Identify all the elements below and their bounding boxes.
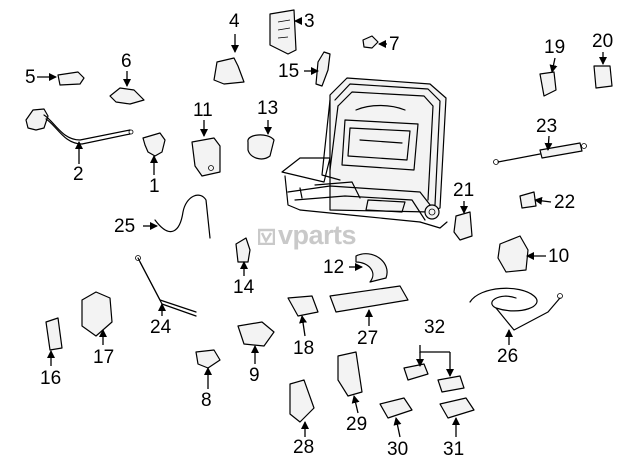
leader-arrows [37,17,607,438]
callout-7: 7 [389,34,400,55]
part-29-trim [337,351,363,397]
part-23-strut [493,142,587,165]
part-11-hole [208,165,214,171]
callout-25: 25 [114,216,136,237]
part-1-bracket [142,132,166,157]
callout-29: 29 [346,414,368,435]
part-11-cover [191,137,221,177]
part-25-harness [154,194,211,239]
part-27-rail [329,285,409,313]
watermark: vparts [257,220,357,251]
part-21-actuator [453,211,473,241]
part-31-switch [439,397,475,419]
callout-2: 2 [73,164,84,185]
callout-31: 31 [443,439,465,460]
part-13-clip [247,134,275,160]
callout-8: 8 [201,390,212,411]
callout-18: 18 [293,338,315,359]
part-7-cap [362,35,379,49]
part-18-bracket [287,295,319,317]
callout-12: 12 [323,257,345,278]
callout-9: 9 [249,365,260,386]
part-28-trim [289,379,315,423]
part-14-clip [235,237,251,263]
part-16-trim [45,317,63,351]
part-4-cover [213,57,245,85]
callout-6: 6 [121,51,132,72]
callout-27: 27 [357,328,379,349]
callout-26: 26 [497,346,519,367]
part-24-cable [135,255,197,317]
callout-19: 19 [544,37,566,58]
part-3-ribs [277,19,291,39]
callout-30: 30 [387,439,409,460]
watermark-text: vparts [278,220,357,250]
part-32-pad-left [403,363,429,381]
watermark-logo-icon [257,221,276,246]
callout-3: 3 [304,11,315,32]
callout-13: 13 [257,98,279,119]
part-8-clip [195,349,221,369]
callout-5: 5 [25,67,36,88]
part-17-bracket [81,291,113,337]
part-9-bracket [237,321,275,347]
callout-10: 10 [548,246,570,267]
part-5-clip [57,71,85,86]
callout-20: 20 [592,31,614,52]
callout-11: 11 [193,100,213,121]
callout-28: 28 [293,437,315,458]
part-30-switch [379,397,413,419]
callout-23: 23 [536,116,558,137]
part-22-shim [519,191,537,209]
callout-14: 14 [233,277,255,298]
part-12-shield [355,253,388,283]
part-15-lever [315,51,331,87]
callout-22: 22 [554,192,576,213]
callout-4: 4 [229,11,240,32]
callout-17: 17 [93,347,115,368]
callout-32: 32 [424,317,446,338]
part-20-bezel [593,65,613,89]
seat-back-frame [321,77,447,213]
part-32-pad-right [437,375,465,393]
callout-21: 21 [453,180,475,201]
callout-16: 16 [40,368,62,389]
seat-cushion-frame [281,157,448,229]
callout-1: 1 [149,176,160,197]
callout-24: 24 [150,317,172,338]
part-26-cable [469,287,563,331]
part-2-cable [25,108,134,145]
callout-15: 15 [278,61,300,82]
part-3-panel [269,9,297,55]
part-10-housing [497,235,529,273]
part-19-knob [539,71,557,97]
part-6-hinge [109,87,145,105]
